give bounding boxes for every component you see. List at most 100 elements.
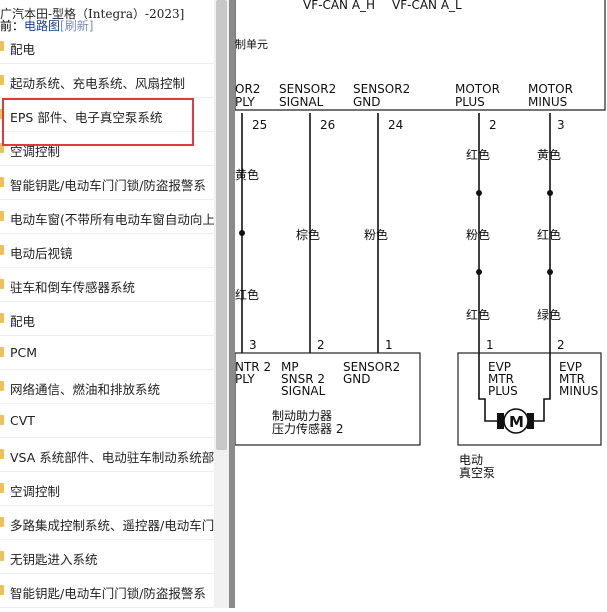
nav-list-item[interactable]: CVT [0, 405, 214, 438]
pin-label-top-5a: MOTOR [528, 82, 573, 96]
nav-item-label: 配电 [10, 314, 36, 329]
pin-label-top-2b: SIGNAL [279, 95, 324, 109]
pin-label-top-1b: PLY [235, 95, 255, 109]
nav-item-label: 空调控制 [10, 484, 61, 499]
nav-list-item[interactable]: 驻车和倒车传感器系统 [0, 269, 214, 302]
sensor-pin-2b: SNSR 2 [281, 372, 325, 386]
control-unit-label: 制单元 [235, 38, 268, 51]
scrollbar-thumb[interactable] [216, 0, 227, 450]
nav-item-label: VSA 系统部件、电动驻车制动系统部 [10, 450, 214, 465]
nav-item-label: 起动系统、充电系统、风扇控制 [10, 76, 186, 91]
wire-color-1a: 黄色 [235, 168, 259, 182]
sensor-name-1: 制动助力器 [272, 409, 332, 423]
document-icon [0, 381, 4, 391]
pump-name-2: 真空泵 [459, 466, 495, 480]
document-icon [0, 177, 4, 187]
nav-list-item[interactable]: 空调控制 [0, 133, 214, 166]
scrollbar[interactable] [214, 0, 229, 608]
sensor-name-2: 压力传感器 2 [272, 421, 343, 436]
nav-list-item[interactable]: 起动系统、充电系统、风扇控制 [0, 65, 214, 98]
nav-list-item[interactable]: 配电 [0, 31, 214, 64]
wire-color-5a: 黄色 [537, 148, 561, 162]
nav-list-item[interactable]: 智能钥匙/电动车门门锁/防盗报警系 [0, 575, 214, 608]
nav-list-item[interactable]: 电动车窗(不带所有电动车窗自动向上 [0, 201, 214, 234]
document-icon [0, 279, 4, 289]
top-label-can-h: VF-CAN A_H [303, 0, 375, 12]
pump-box [457, 352, 602, 446]
document-icon [0, 415, 4, 425]
page-title: 广汽本田-型格（Integra）-2023] [0, 7, 185, 21]
document-icon [0, 517, 4, 527]
nav-item-label: 电动车窗(不带所有电动车窗自动向上 [10, 212, 214, 227]
document-icon [0, 211, 4, 221]
pump-name-1: 电动 [459, 453, 483, 467]
pin-number-bottom-2: 2 [317, 338, 325, 352]
pump-pin-2b: MTR [559, 372, 585, 386]
nav-item-label: CVT [10, 413, 35, 428]
breadcrumb-prefix: 前： [0, 19, 25, 33]
wire-color-5c: 绿色 [537, 307, 561, 322]
motor-icon [503, 408, 529, 434]
pin-number-top-2: 26 [320, 118, 335, 132]
pin-number-bottom-5: 2 [557, 338, 565, 352]
nav-list-item[interactable]: 网络通信、燃油和排放系统 [0, 371, 214, 404]
nav-item-label: 多路集成控制系统、遥控器/电动车门 [10, 518, 214, 533]
pin-label-top-2a: SENSOR2 [279, 82, 336, 96]
pin-label-top-3a: SENSOR2 [353, 82, 410, 96]
wire-color-4c: 红色 [466, 307, 490, 322]
wire-color-3: 粉色 [364, 228, 388, 242]
sensor-box [234, 352, 421, 446]
breadcrumb-current[interactable]: 电路图 [24, 19, 61, 33]
document-icon [0, 75, 4, 85]
nav-item-label: PCM [10, 345, 38, 360]
nav-list-item[interactable]: 空调控制 [0, 473, 214, 506]
sensor-pin-1b: PLY [235, 372, 255, 386]
pin-number-bottom-3: 1 [385, 338, 393, 352]
sensor-pin-1a: NTR 2 [235, 360, 271, 374]
pump-pin-2a: EVP [559, 360, 582, 374]
panel-divider[interactable] [229, 0, 235, 608]
motor-brush-right [527, 413, 534, 429]
nav-item-label: 无钥匙进入系统 [10, 552, 98, 567]
motor-brush-left [497, 413, 504, 429]
pump-pin-1c: PLUS [488, 384, 518, 398]
connector-dots [239, 190, 553, 275]
document-icon [0, 449, 4, 459]
nav-list-item[interactable]: 配电 [0, 303, 214, 336]
pin-label-top-4a: MOTOR [455, 82, 500, 96]
pin-label-top-1a: OR2 [235, 82, 260, 96]
document-icon [0, 347, 4, 357]
nav-list-item[interactable]: 电动后视镜 [0, 235, 214, 268]
pin-number-bottom-4: 1 [486, 338, 494, 352]
pin-number-bottom-1: 3 [249, 338, 257, 352]
document-icon [0, 245, 4, 255]
motor-wiring [478, 353, 551, 422]
nav-list-item[interactable]: 智能钥匙/电动车门门锁/防盗报警系 [0, 167, 214, 200]
pin-label-top-3b: GND [353, 95, 381, 109]
pump-pin-1a: EVP [488, 360, 511, 374]
pin-label-top-4b: PLUS [455, 95, 485, 109]
document-icon [0, 313, 4, 323]
nav-item-label: EPS 部件、电子真空泵系统 [10, 110, 163, 125]
sensor-pin-2a: MP [281, 360, 299, 374]
pin-number-top-3: 24 [388, 118, 403, 132]
control-unit-box [234, 0, 606, 111]
sensor-pin-2c: SIGNAL [281, 384, 326, 398]
document-icon [0, 483, 4, 493]
wire-color-5b: 红色 [537, 227, 561, 242]
nav-list-item[interactable]: VSA 系统部件、电动驻车制动系统部 [0, 439, 214, 472]
nav-item-label: 空调控制 [10, 144, 61, 159]
nav-list-item[interactable]: 无钥匙进入系统 [0, 541, 214, 574]
nav-list-item[interactable]: 多路集成控制系统、遥控器/电动车门 [0, 507, 214, 540]
top-label-can-l: VF-CAN A_L [392, 0, 462, 12]
wires [241, 113, 551, 353]
nav-item-label: 智能钥匙/电动车门门锁/防盗报警系 [10, 586, 206, 601]
nav-item-label: 网络通信、燃油和排放系统 [10, 382, 161, 397]
nav-list-item[interactable]: PCM [0, 337, 214, 370]
pin-number-top-1: 25 [252, 118, 267, 132]
motor-symbol: M [509, 413, 524, 431]
document-icon [0, 143, 4, 153]
wire-color-1b: 红色 [235, 287, 259, 302]
nav-item-label: 配电 [10, 42, 36, 57]
refresh-link[interactable]: [刷新] [60, 19, 94, 33]
